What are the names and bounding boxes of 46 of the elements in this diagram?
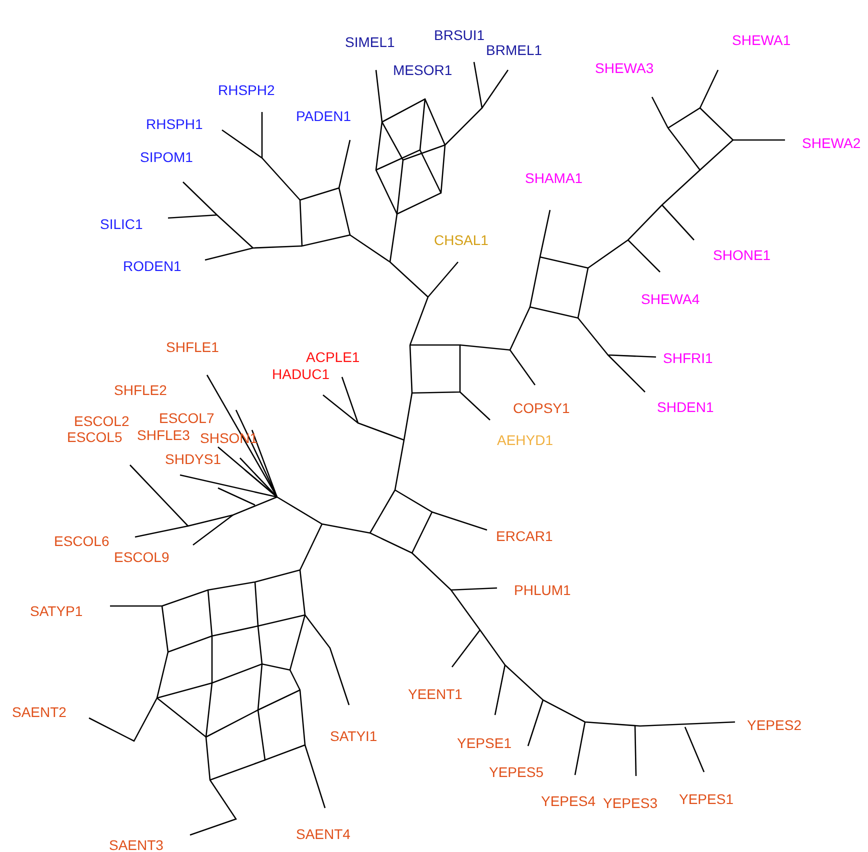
taxon-label: SHEWA2 [802, 135, 861, 151]
taxon-label: PADEN1 [296, 108, 351, 124]
taxon-label: MESOR1 [393, 62, 452, 78]
taxon-label: PHLUM1 [514, 582, 571, 598]
taxon-label: ESCOL6 [54, 533, 110, 549]
taxon-label: BRSUI1 [434, 27, 485, 43]
taxon-label: SILIC1 [100, 216, 143, 232]
taxon-label: SATYI1 [330, 728, 378, 744]
taxon-label: ERCAR1 [496, 528, 553, 544]
taxon-label: ACPLE1 [306, 349, 360, 365]
taxon-label: SHDEN1 [657, 399, 714, 415]
taxon-label: ESCOL2 [74, 413, 130, 429]
taxon-label: RHSPH2 [218, 82, 275, 98]
taxon-label: YEPES1 [679, 791, 734, 807]
taxon-label: HADUC1 [272, 366, 330, 382]
taxon-label: SAENT3 [109, 837, 164, 852]
taxon-label: ESCOL7 [159, 410, 214, 426]
taxon-label: SHAMA1 [525, 170, 583, 186]
taxon-label: SHFLE1 [166, 339, 219, 355]
taxon-label: SHFRI1 [663, 350, 713, 366]
taxon-label: YEPES5 [489, 764, 544, 780]
taxon-label: SHEWA4 [641, 291, 700, 307]
taxon-label: ESCOL9 [114, 549, 170, 565]
taxon-label: SHFLE2 [114, 382, 167, 398]
taxon-label: SIPOM1 [140, 149, 193, 165]
taxon-label: YEPSE1 [457, 735, 512, 751]
taxon-label: CHSAL1 [434, 232, 488, 248]
taxon-label: SHEWA1 [732, 32, 791, 48]
taxon-label: YEPES2 [747, 717, 802, 733]
taxon-label: SIMEL1 [345, 34, 395, 50]
taxon-label: BRMEL1 [486, 42, 542, 58]
taxon-label: SHEWA3 [595, 60, 654, 76]
taxon-label: SHONE1 [713, 247, 771, 263]
taxon-label: YEPES4 [541, 793, 596, 809]
taxon-label: SATYP1 [30, 603, 83, 619]
taxon-label: YEENT1 [408, 686, 462, 702]
taxon-label: SAENT2 [12, 704, 66, 720]
taxon-label: SAENT4 [296, 826, 350, 842]
taxon-label: ESCOL5 [67, 429, 122, 445]
taxon-label: SHDYS1 [165, 451, 222, 467]
taxon-label: AEHYD1 [497, 432, 554, 448]
taxon-label: RODEN1 [123, 258, 182, 274]
taxon-label: RHSPH1 [146, 116, 203, 132]
taxon-label: COPSY1 [513, 400, 570, 416]
taxon-label: YEPES3 [603, 795, 658, 811]
taxon-label: SHFLE3 [137, 427, 190, 443]
